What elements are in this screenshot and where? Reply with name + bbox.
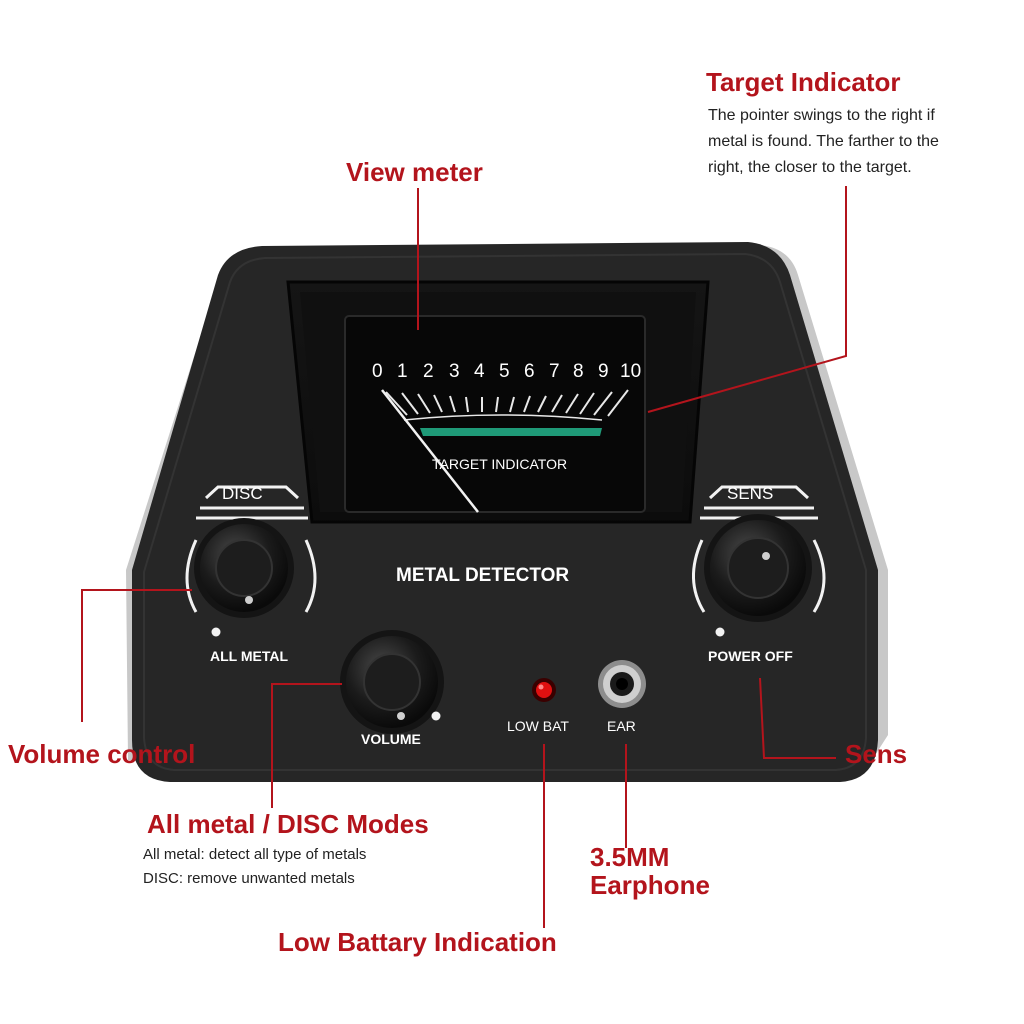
callout-modes-title: All metal / DISC Modes bbox=[147, 809, 429, 839]
scale-number: 2 bbox=[423, 361, 434, 382]
callout-modes-desc: All metal: detect all type of metals DIS… bbox=[143, 843, 366, 891]
power-off-label: POWER OFF bbox=[708, 648, 793, 664]
low-bat-label: LOW BAT bbox=[507, 718, 569, 734]
earphone-title-line1: 3.5MM bbox=[590, 842, 670, 872]
desc-line: The pointer swings to the right if bbox=[708, 107, 935, 124]
callout-earphone-title: 3.5MM Earphone bbox=[590, 843, 710, 899]
disc-dial-arcs bbox=[185, 485, 317, 613]
desc-line: All metal: detect all type of metals bbox=[143, 846, 367, 863]
meter-scale-ticks bbox=[385, 389, 629, 417]
ear-label: EAR bbox=[607, 718, 636, 734]
disc-knob bbox=[194, 518, 294, 618]
scale-number: 8 bbox=[573, 361, 584, 382]
callout-volume-control-title: Volume control bbox=[8, 739, 196, 769]
scale-number: 10 bbox=[620, 361, 642, 382]
scale-number: 4 bbox=[474, 361, 485, 382]
earphone-jack bbox=[598, 660, 646, 708]
scale-number: 7 bbox=[549, 361, 560, 382]
volume-label: VOLUME bbox=[361, 731, 421, 747]
earphone-title-line2: Earphone bbox=[590, 870, 710, 900]
callout-target-indicator-title: Target Indicator bbox=[706, 67, 901, 97]
scale-number: 9 bbox=[598, 361, 609, 382]
scale-number: 5 bbox=[499, 361, 510, 382]
desc-line: metal is found. The farther to the bbox=[708, 133, 939, 150]
desc-line: right, the closer to the target. bbox=[708, 159, 912, 176]
meter-needle bbox=[381, 389, 479, 513]
sens-knob bbox=[704, 514, 812, 622]
volume-dot bbox=[431, 711, 441, 721]
callout-sens-title: Sens bbox=[845, 739, 908, 769]
meter-scale-numbers: 0 1 2 3 4 5 6 7 8 9 10 bbox=[372, 361, 662, 385]
scale-number: 3 bbox=[449, 361, 460, 382]
disc-label: DISC bbox=[222, 484, 263, 503]
low-battery-led bbox=[532, 678, 556, 702]
scale-number: 0 bbox=[372, 361, 383, 382]
all-metal-dot bbox=[211, 627, 221, 637]
meter-label: TARGET INDICATOR bbox=[432, 456, 568, 472]
scale-number: 6 bbox=[524, 361, 535, 382]
callout-view-meter-title: View meter bbox=[346, 157, 483, 187]
device-name: METAL DETECTOR bbox=[396, 565, 570, 586]
sens-label: SENS bbox=[727, 484, 774, 503]
meter-face bbox=[344, 315, 646, 513]
callout-low-battery-title: Low Battary Indication bbox=[278, 927, 557, 957]
callout-target-indicator-desc: The pointer swings to the right if metal… bbox=[708, 103, 939, 181]
meter-green-band bbox=[420, 428, 602, 436]
scale-number: 1 bbox=[397, 361, 408, 382]
volume-knob bbox=[340, 630, 444, 734]
all-metal-label: ALL METAL bbox=[210, 648, 289, 664]
desc-line: DISC: remove unwanted metals bbox=[143, 870, 355, 887]
power-off-dot bbox=[715, 627, 725, 637]
